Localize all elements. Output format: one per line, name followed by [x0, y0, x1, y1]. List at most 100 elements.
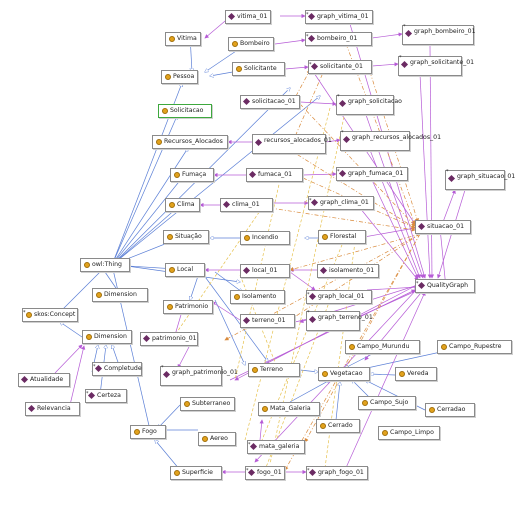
- individual-label: solicitacao_01: [252, 98, 296, 105]
- edge-instance: [54, 344, 83, 374]
- individual-quality-graph[interactable]: *QualityGraph: [415, 279, 475, 293]
- class-situacao[interactable]: Situação: [163, 230, 209, 244]
- individual-graph-patrimonio-01[interactable]: *graph_patrimonio_01: [160, 365, 238, 386]
- individual-label: graph_bombeiro_01: [414, 28, 476, 35]
- individual-label: bombeiro_01: [317, 35, 358, 42]
- class-local[interactable]: Local: [165, 263, 205, 277]
- class-label: Vegetacao: [330, 370, 363, 377]
- edge-dashed: [234, 179, 281, 381]
- asterisk-icon: *: [307, 310, 310, 316]
- class-vereda[interactable]: Vereda: [395, 367, 437, 381]
- class-owl-thing[interactable]: owl:Thing: [80, 258, 130, 272]
- class-aereo[interactable]: Aereo: [198, 432, 236, 446]
- class-superficie[interactable]: Superficie: [170, 466, 222, 480]
- asterisk-icon: *: [307, 292, 310, 298]
- class-fogo[interactable]: Fogo: [130, 425, 166, 439]
- individual-fogo-01[interactable]: *fogo_01: [245, 466, 285, 480]
- individual-clima-01[interactable]: clima_01: [220, 198, 273, 212]
- class-dimension-top[interactable]: Dimension: [92, 288, 148, 302]
- individual-solicitacao-01[interactable]: solicitacao_01: [240, 95, 300, 109]
- class-bombeiro[interactable]: Bombeiro: [228, 37, 274, 51]
- individual-bombeiro-01[interactable]: *bombeiro_01: [305, 32, 372, 46]
- class-campo-murundu[interactable]: Campo_Murundu: [345, 340, 420, 354]
- class-cerradao[interactable]: Cerradao: [425, 403, 475, 417]
- class-label: Campo_Rupestre: [449, 343, 502, 350]
- individual-label: vitima_01: [237, 13, 268, 20]
- edge-subclass: [60, 271, 101, 312]
- class-incendio[interactable]: Incendio: [240, 231, 290, 245]
- individual-vitima-01[interactable]: vitima_01: [225, 10, 272, 24]
- asterisk-icon: *: [309, 62, 312, 68]
- class-terreno[interactable]: Terreno: [248, 363, 300, 377]
- individual-mata-galeria[interactable]: * mata_galeria: [247, 440, 305, 454]
- class-patrimonio[interactable]: Patrimonio: [163, 300, 213, 314]
- individual-solicitante-01[interactable]: * solicitante_01: [308, 60, 372, 74]
- individual-fumaca-01[interactable]: fumaca_01: [246, 168, 303, 182]
- asterisk-icon: *: [246, 468, 249, 474]
- class-campo-sujo[interactable]: Campo_Sujo: [358, 396, 416, 410]
- class-vegetacao[interactable]: Vegetacao: [318, 367, 370, 381]
- class-label: Vitima: [177, 35, 197, 42]
- class-solicitacao[interactable]: Solicitacao: [158, 104, 212, 118]
- individual-relevancia[interactable]: Relevancia: [25, 402, 80, 416]
- individual-recursos-alocados-01[interactable]: recursos_alocados_01: [252, 134, 332, 154]
- individual-label: recursos_alocados_01: [264, 137, 332, 144]
- individual-situacao-01[interactable]: situacao_01: [415, 220, 471, 234]
- individual-label: isolamento_01: [329, 267, 375, 274]
- class-florestal[interactable]: Florestal: [318, 230, 366, 244]
- individual-label: mata_galeria: [259, 443, 300, 450]
- edge-instance: [366, 285, 419, 291]
- class-skos-concept[interactable]: *skos:Concept: [22, 308, 78, 322]
- individual-graph-situacao-01[interactable]: *graph_situacao_01: [445, 169, 515, 190]
- individual-graph-terreno-01[interactable]: *graph_terreno_01: [306, 310, 373, 331]
- edge-property: [302, 177, 416, 229]
- edge-instance: [211, 301, 241, 321]
- individual-graph-fogo-01[interactable]: *graph_fogo_01: [306, 466, 368, 480]
- instance-edges: [54, 13, 466, 475]
- individual-isolamento-01[interactable]: isolamento_01: [317, 264, 379, 278]
- class-vitima[interactable]: Vitima: [165, 32, 201, 46]
- class-cerrado[interactable]: Cerrado: [316, 419, 360, 433]
- edge-instance: [299, 101, 337, 106]
- class-solicitante[interactable]: Solicitante: [232, 62, 285, 76]
- edge-instance: [69, 345, 86, 406]
- individual-local-01[interactable]: local_01: [240, 264, 290, 278]
- individual-graph-recursos-alocados-01[interactable]: *graph_recursos_alocados_01: [340, 130, 441, 151]
- asterisk-icon: *: [86, 391, 89, 397]
- individual-graph-solicitacao[interactable]: *graph_solicitacao: [336, 94, 402, 115]
- individual-graph-clima-01[interactable]: *graph_clima_01: [308, 196, 374, 210]
- class-label: Campo_Limpo: [390, 429, 434, 436]
- edge-property: [224, 233, 421, 341]
- individual-atualidade[interactable]: Atualidade: [18, 373, 70, 387]
- class-fumaca[interactable]: Fumaça: [170, 168, 214, 182]
- individual-terreno-01[interactable]: terreno_01: [240, 314, 295, 328]
- individual-graph-local-01[interactable]: *graph_local_01: [306, 290, 372, 304]
- individual-label: QualityGraph: [427, 282, 469, 289]
- class-recursos-alocados[interactable]: Recursos_Alocados: [152, 135, 228, 149]
- individual-graph-bombeiro-01[interactable]: *graph_bombeiro_01: [402, 24, 476, 45]
- class-subterraneo[interactable]: Subterraneo: [180, 397, 235, 411]
- class-label: Mata_Galeria: [270, 405, 311, 412]
- class-campo-limpo[interactable]: Campo_Limpo: [378, 426, 440, 440]
- individual-completude[interactable]: *Completude: [92, 362, 142, 376]
- individual-graph-solicitante-01[interactable]: *graph_solicitante_01: [398, 55, 474, 76]
- asterisk-icon: *: [248, 442, 251, 448]
- class-label: Terreno: [260, 366, 283, 373]
- class-dimension[interactable]: Dimension: [82, 330, 132, 344]
- individual-label: graph_clima_01: [320, 199, 369, 206]
- individual-label: solicitante_01: [320, 63, 363, 70]
- class-pessoa[interactable]: Pessoa: [161, 70, 199, 84]
- class-isolamento[interactable]: Isolamento: [230, 290, 285, 304]
- edge-property: [299, 103, 416, 227]
- edge-subclass: [111, 178, 182, 266]
- individual-graph-vitima-01[interactable]: *graph_vitima_01: [305, 10, 373, 24]
- edge-instance: [371, 32, 403, 39]
- individual-graph-fumaca-01[interactable]: *graph_fumaca_01: [336, 167, 408, 181]
- class-mata-galeria[interactable]: Mata_Galeria: [258, 402, 320, 416]
- class-campo-rupestre[interactable]: Campo_Rupestre: [437, 340, 512, 354]
- individual-certeza[interactable]: *Certeza: [85, 389, 127, 403]
- individual-patrimonio-01[interactable]: patrimonio_01: [140, 332, 198, 346]
- class-clima[interactable]: Clima: [165, 198, 200, 212]
- individual-label: clima_01: [232, 201, 260, 208]
